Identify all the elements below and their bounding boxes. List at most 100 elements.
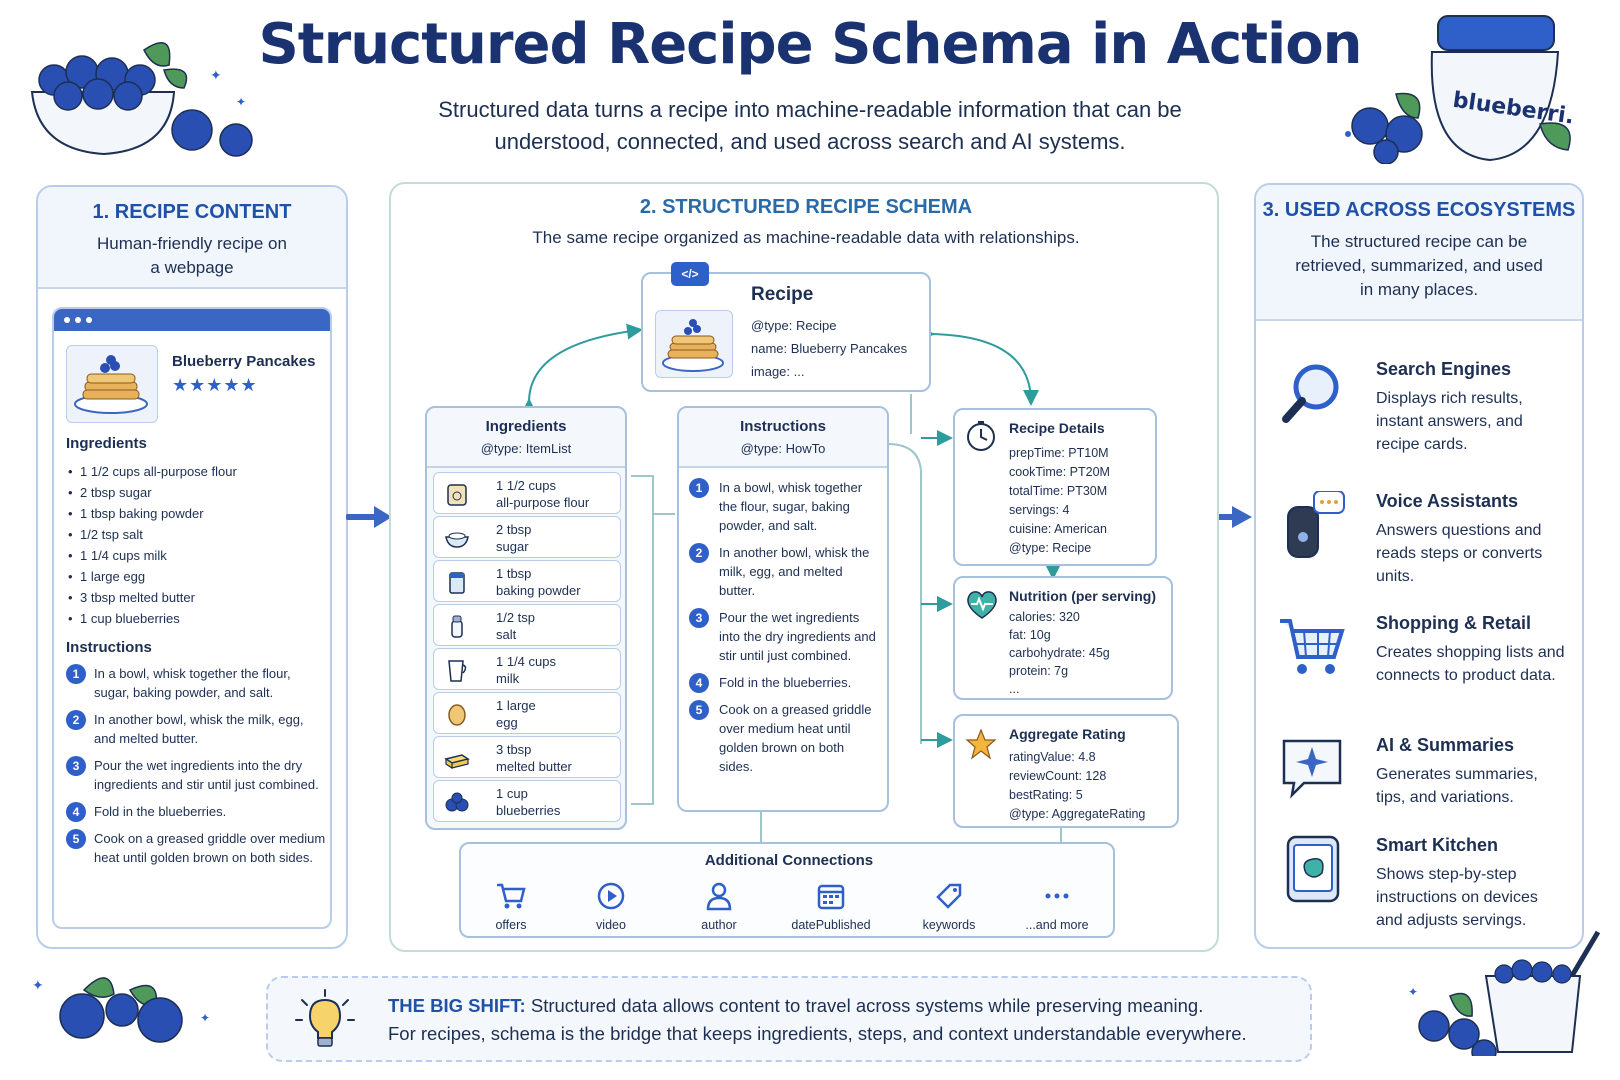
use-desc: Displays rich results, instant answers, … [1376, 390, 1523, 453]
list-item: 3 Pour the wet ingredients into the dry i… [66, 756, 326, 794]
measuring-cup-decor-icon: ✦ [1408, 930, 1601, 1056]
step-number: 4 [66, 802, 86, 822]
recipe-title: Blueberry Pancakes [172, 353, 316, 370]
ingredient-amount: 1 cup [496, 786, 528, 801]
detail-prop: servings: 4 [1009, 503, 1070, 517]
banner-text: THE BIG SHIFT: Structured data allows co… [388, 992, 1298, 1048]
nutrition-title: Nutrition (per serving) [1009, 588, 1157, 604]
detail-prop: prepTime: PT10M [1009, 446, 1109, 460]
butter-icon [444, 754, 470, 770]
ingredient-amount: 3 tbsp [496, 742, 532, 757]
list-item: 1 cup blueberries [66, 608, 326, 629]
recipe-content-header: 1. RECIPE CONTENT Human-friendly recipe … [38, 187, 346, 289]
rating-prop: @type: AggregateRating [1009, 807, 1146, 821]
step-text: Pour the wet ingredients into the dry in… [94, 758, 319, 792]
aggregate-rating-node: Aggregate Rating ratingValue: 4.8 review… [953, 714, 1179, 828]
banner-line-2: For recipes, schema is the bridge that k… [388, 1023, 1247, 1044]
shopping-cart-icon [1280, 619, 1345, 674]
name-prop: name: Blueberry Pancakes [751, 341, 908, 356]
detail-prop: totalTime: PT30M [1009, 484, 1108, 498]
window-dot [64, 317, 70, 323]
schema-panel: 2. STRUCTURED RECIPE SCHEMA The same rec… [389, 182, 1219, 952]
ecosystems-header: 3. USED ACROSS ECOSYSTEMS The structured… [1256, 185, 1582, 321]
step-number: 1 [689, 478, 709, 498]
nutrition-prop: fat: 10g [1009, 628, 1051, 642]
rating-prop: reviewCount: 128 [1009, 769, 1107, 783]
list-item: 3 tbsp melted butter [66, 587, 326, 608]
nutrition-prop: ... [1009, 682, 1020, 696]
connection-label: video [596, 918, 626, 932]
ingredient-amount: 1 large [496, 698, 536, 713]
rating-stars: ★★★★★ [172, 375, 258, 395]
connection-label: datePublished [791, 918, 871, 932]
use-desc: Generates summaries, tips, and variation… [1376, 766, 1538, 806]
ingredients-heading: Ingredients [66, 435, 147, 452]
instructions-heading: Instructions [66, 639, 152, 656]
connection-item: video [561, 880, 661, 932]
connection-item: author [669, 880, 769, 932]
ingredient-name: baking powder [496, 583, 581, 598]
connection-label: ...and more [1025, 918, 1089, 932]
recipe-content-sub-2: a webpage [150, 258, 234, 277]
code-icon: </> [671, 262, 709, 286]
rating-prop: bestRating: 5 [1009, 788, 1083, 802]
rating-props: ratingValue: 4.8 reviewCount: 128 bestRa… [1009, 748, 1145, 824]
connection-label: keywords [922, 918, 976, 932]
step-number: 3 [66, 756, 86, 776]
schema-subtitle: The same recipe organized as machine-rea… [532, 228, 1080, 247]
svg-text:✦: ✦ [236, 95, 246, 109]
ecosystems-panel: 3. USED ACROSS ECOSYSTEMS The structured… [1254, 183, 1584, 949]
instructions-node-type: @type: HowTo [740, 441, 826, 456]
ingredients-list: 1 1/2 cups all-purpose flour 2 tbsp suga… [66, 461, 326, 629]
step-text: Cook on a greased griddle over medium he… [719, 702, 872, 774]
use-desc: Shows step-by-step instructions on devic… [1376, 866, 1538, 929]
ai-sparkle-icon [1282, 739, 1342, 799]
use-title: Search Engines [1376, 359, 1512, 379]
connections-title: Additional Connections [704, 852, 874, 869]
list-item: 1/2 tsp salt [66, 524, 326, 545]
banner-line-1: THE BIG SHIFT: Structured data allows co… [388, 992, 1298, 1020]
pancake-image [655, 310, 733, 378]
ingredient-item: 3 tbsp melted butter [433, 736, 621, 778]
instructions-node-title: Instructions [740, 418, 826, 435]
ingredient-amount: 1 1/2 cups [496, 478, 556, 493]
step-text: In a bowl, whisk together the flour, sug… [94, 666, 291, 700]
list-item: 1 large egg [66, 566, 326, 587]
schema-title: 2. STRUCTURED RECIPE SCHEMA [639, 196, 973, 218]
use-item-search: Search Engines Displays rich results, in… [1266, 351, 1576, 461]
ingredient-amount: 1/2 tsp [496, 610, 536, 625]
connection-label: author [701, 918, 737, 932]
ingredients-node-header: Ingredients @type: ItemList [427, 408, 625, 468]
step-number: 5 [689, 700, 709, 720]
ecosystems-sub-3: in many places. [1359, 280, 1479, 299]
instructions-node-header: Instructions @type: HowTo [679, 408, 887, 468]
step-text: In another bowl, whisk the milk, egg, an… [94, 712, 304, 746]
nutrition-prop: protein: 7g [1009, 664, 1069, 678]
page-subtitle: Structured data turns a recipe into mach… [330, 94, 1290, 158]
person-icon [706, 882, 732, 911]
use-desc: Answers questions and reads steps or con… [1376, 522, 1543, 585]
pancake-image [66, 345, 158, 423]
rating-prop: ratingValue: 4.8 [1009, 750, 1096, 764]
connection-item: keywords [899, 880, 999, 932]
svg-text:✦: ✦ [200, 1011, 210, 1025]
ingredient-name: melted butter [496, 759, 572, 774]
step-number: 4 [689, 673, 709, 693]
step-text: Cook on a greased griddle over medium he… [94, 831, 326, 865]
